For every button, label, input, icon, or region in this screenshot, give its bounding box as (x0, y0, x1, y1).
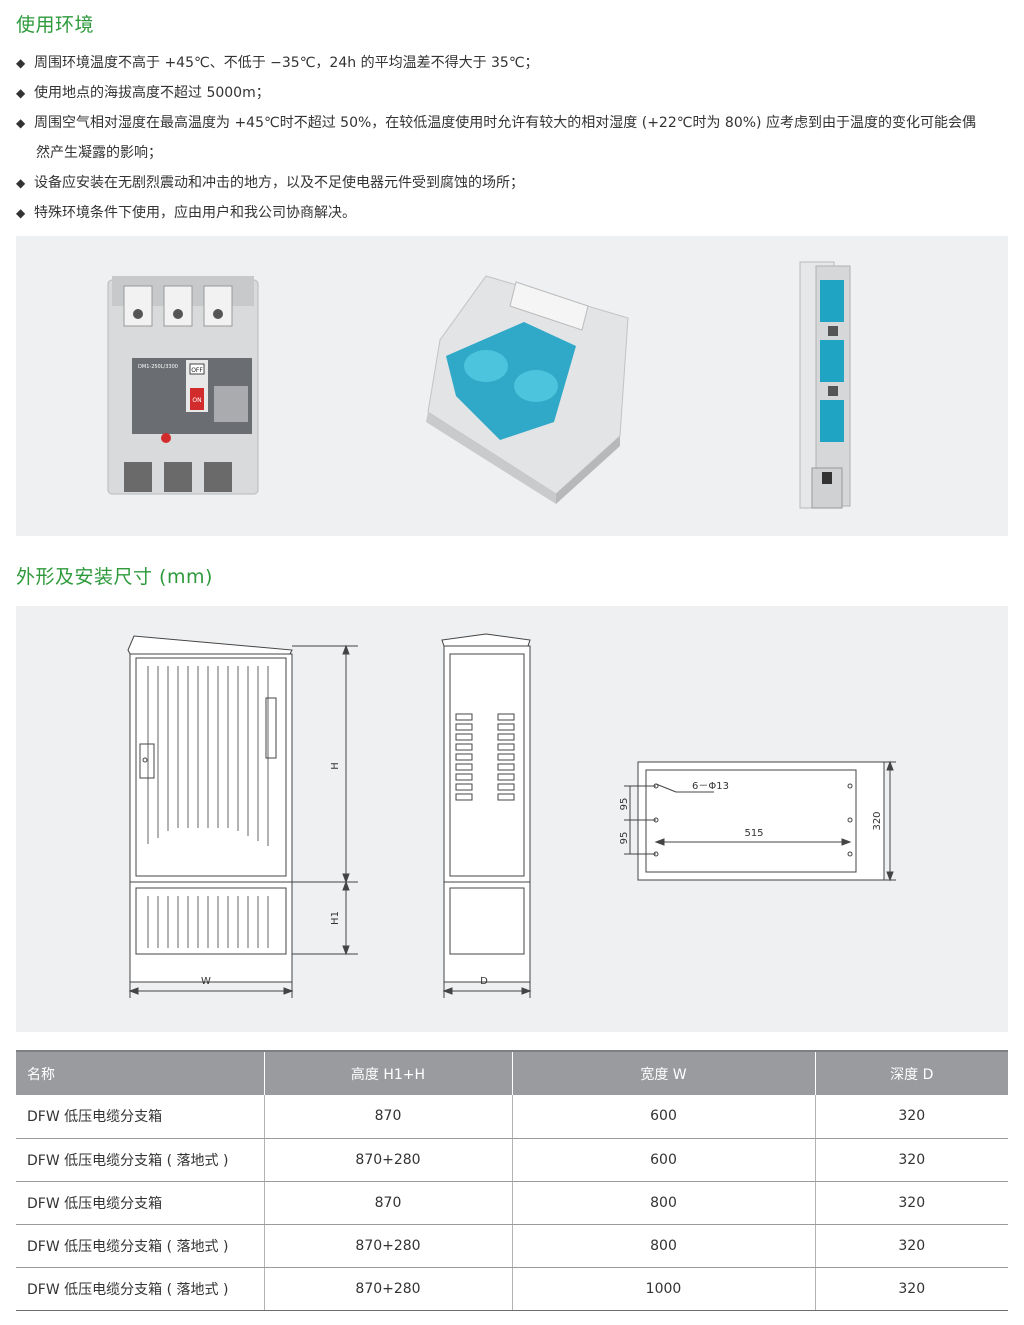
cell-name: DFW 低压电缆分支箱 ( 落地式 ) (16, 1138, 265, 1182)
svg-text:6－Φ13: 6－Φ13 (692, 781, 729, 792)
cell-height: 870 (264, 1095, 513, 1139)
cell-width: 800 (512, 1224, 816, 1268)
table-row: DFW 低压电缆分支箱 870 800 320 (16, 1181, 1008, 1225)
cell-width: 1000 (512, 1267, 816, 1311)
cell-depth: 320 (815, 1224, 1008, 1268)
header-width: 宽度 W (512, 1050, 816, 1095)
svg-text:95: 95 (619, 832, 630, 845)
circuit-breaker-image: OFF ON DM1-250L/3300 (107, 276, 259, 495)
svg-text:ON: ON (192, 397, 201, 404)
cell-height: 870+280 (264, 1224, 513, 1268)
cell-name: DFW 低压电缆分支箱 (16, 1095, 265, 1139)
cell-depth: 320 (815, 1138, 1008, 1182)
dimension-drawing-panel: H H1 W (16, 606, 1008, 1032)
strip-fuse-switch-image (799, 261, 851, 509)
diamond-bullet-icon: ◆ (16, 86, 26, 100)
env-item: ◆使用地点的海拔高度不超过 5000m； (16, 78, 1008, 108)
cell-height: 870 (264, 1181, 513, 1225)
front-view-drawing (127, 635, 358, 998)
table-header-row: 名称 高度 H1+H 宽度 W 深度 D (16, 1050, 1008, 1095)
cell-width: 600 (512, 1138, 816, 1182)
cell-width: 600 (512, 1095, 816, 1139)
diamond-bullet-icon: ◆ (16, 116, 26, 130)
env-item: ◆周围环境温度不高于 +45℃、不低于 −35℃，24h 的平均温差不得大于 3… (16, 48, 1008, 78)
header-name: 名称 (16, 1050, 265, 1095)
env-list: ◆周围环境温度不高于 +45℃、不低于 −35℃，24h 的平均温差不得大于 3… (16, 48, 1008, 228)
svg-text:95: 95 (619, 798, 630, 811)
env-item: ◆特殊环境条件下使用，应由用户和我公司协商解决。 (16, 198, 1008, 228)
table-row: DFW 低压电缆分支箱 ( 落地式 ) 870+280 1000 320 (16, 1267, 1008, 1311)
env-item: ◆设备应安装在无剧烈震动和冲击的地方，以及不足使电器元件受到腐蚀的场所； (16, 168, 1008, 198)
cell-name: DFW 低压电缆分支箱 ( 落地式 ) (16, 1267, 265, 1311)
table-row: DFW 低压电缆分支箱 ( 落地式 ) 870+280 800 320 (16, 1224, 1008, 1268)
table-row: DFW 低压电缆分支箱 ( 落地式 ) 870+280 600 320 (16, 1138, 1008, 1182)
env-item: ◆周围空气相对湿度在最高温度为 +45℃时不超过 50%，在较低温度使用时允许有… (16, 108, 1008, 168)
product-photo-panel: OFF ON DM1-250L/3300 (16, 236, 1008, 536)
svg-text:H: H (330, 762, 341, 770)
svg-text:W: W (201, 976, 211, 987)
cell-depth: 320 (815, 1095, 1008, 1139)
table-row: DFW 低压电缆分支箱 870 600 320 (16, 1095, 1008, 1139)
env-section-title: 使用环境 (16, 14, 95, 36)
svg-text:515: 515 (744, 828, 763, 839)
diamond-bullet-icon: ◆ (16, 176, 26, 190)
spec-table: 名称 高度 H1+H 宽度 W 深度 D DFW 低压电缆分支箱 870 600… (16, 1050, 1008, 1311)
mounting-plan-drawing (624, 760, 896, 882)
cell-height: 870+280 (264, 1267, 513, 1311)
svg-text:DM1-250L/3300: DM1-250L/3300 (138, 364, 178, 370)
header-height: 高度 H1+H (264, 1050, 513, 1095)
cell-width: 800 (512, 1181, 816, 1225)
cell-name: DFW 低压电缆分支箱 (16, 1181, 265, 1225)
fuse-switch-image (426, 275, 629, 504)
diamond-bullet-icon: ◆ (16, 56, 26, 70)
cell-name: DFW 低压电缆分支箱 ( 落地式 ) (16, 1224, 265, 1268)
svg-text:H1: H1 (330, 911, 341, 925)
header-depth: 深度 D (815, 1050, 1008, 1095)
cell-depth: 320 (815, 1181, 1008, 1225)
svg-text:320: 320 (872, 811, 883, 830)
side-view-drawing (441, 633, 532, 998)
cell-depth: 320 (815, 1267, 1008, 1311)
dim-section-title: 外形及安装尺寸 (mm) (16, 566, 213, 588)
cell-height: 870+280 (264, 1138, 513, 1182)
svg-text:D: D (480, 976, 488, 987)
svg-text:OFF: OFF (191, 367, 203, 374)
diamond-bullet-icon: ◆ (16, 206, 26, 220)
